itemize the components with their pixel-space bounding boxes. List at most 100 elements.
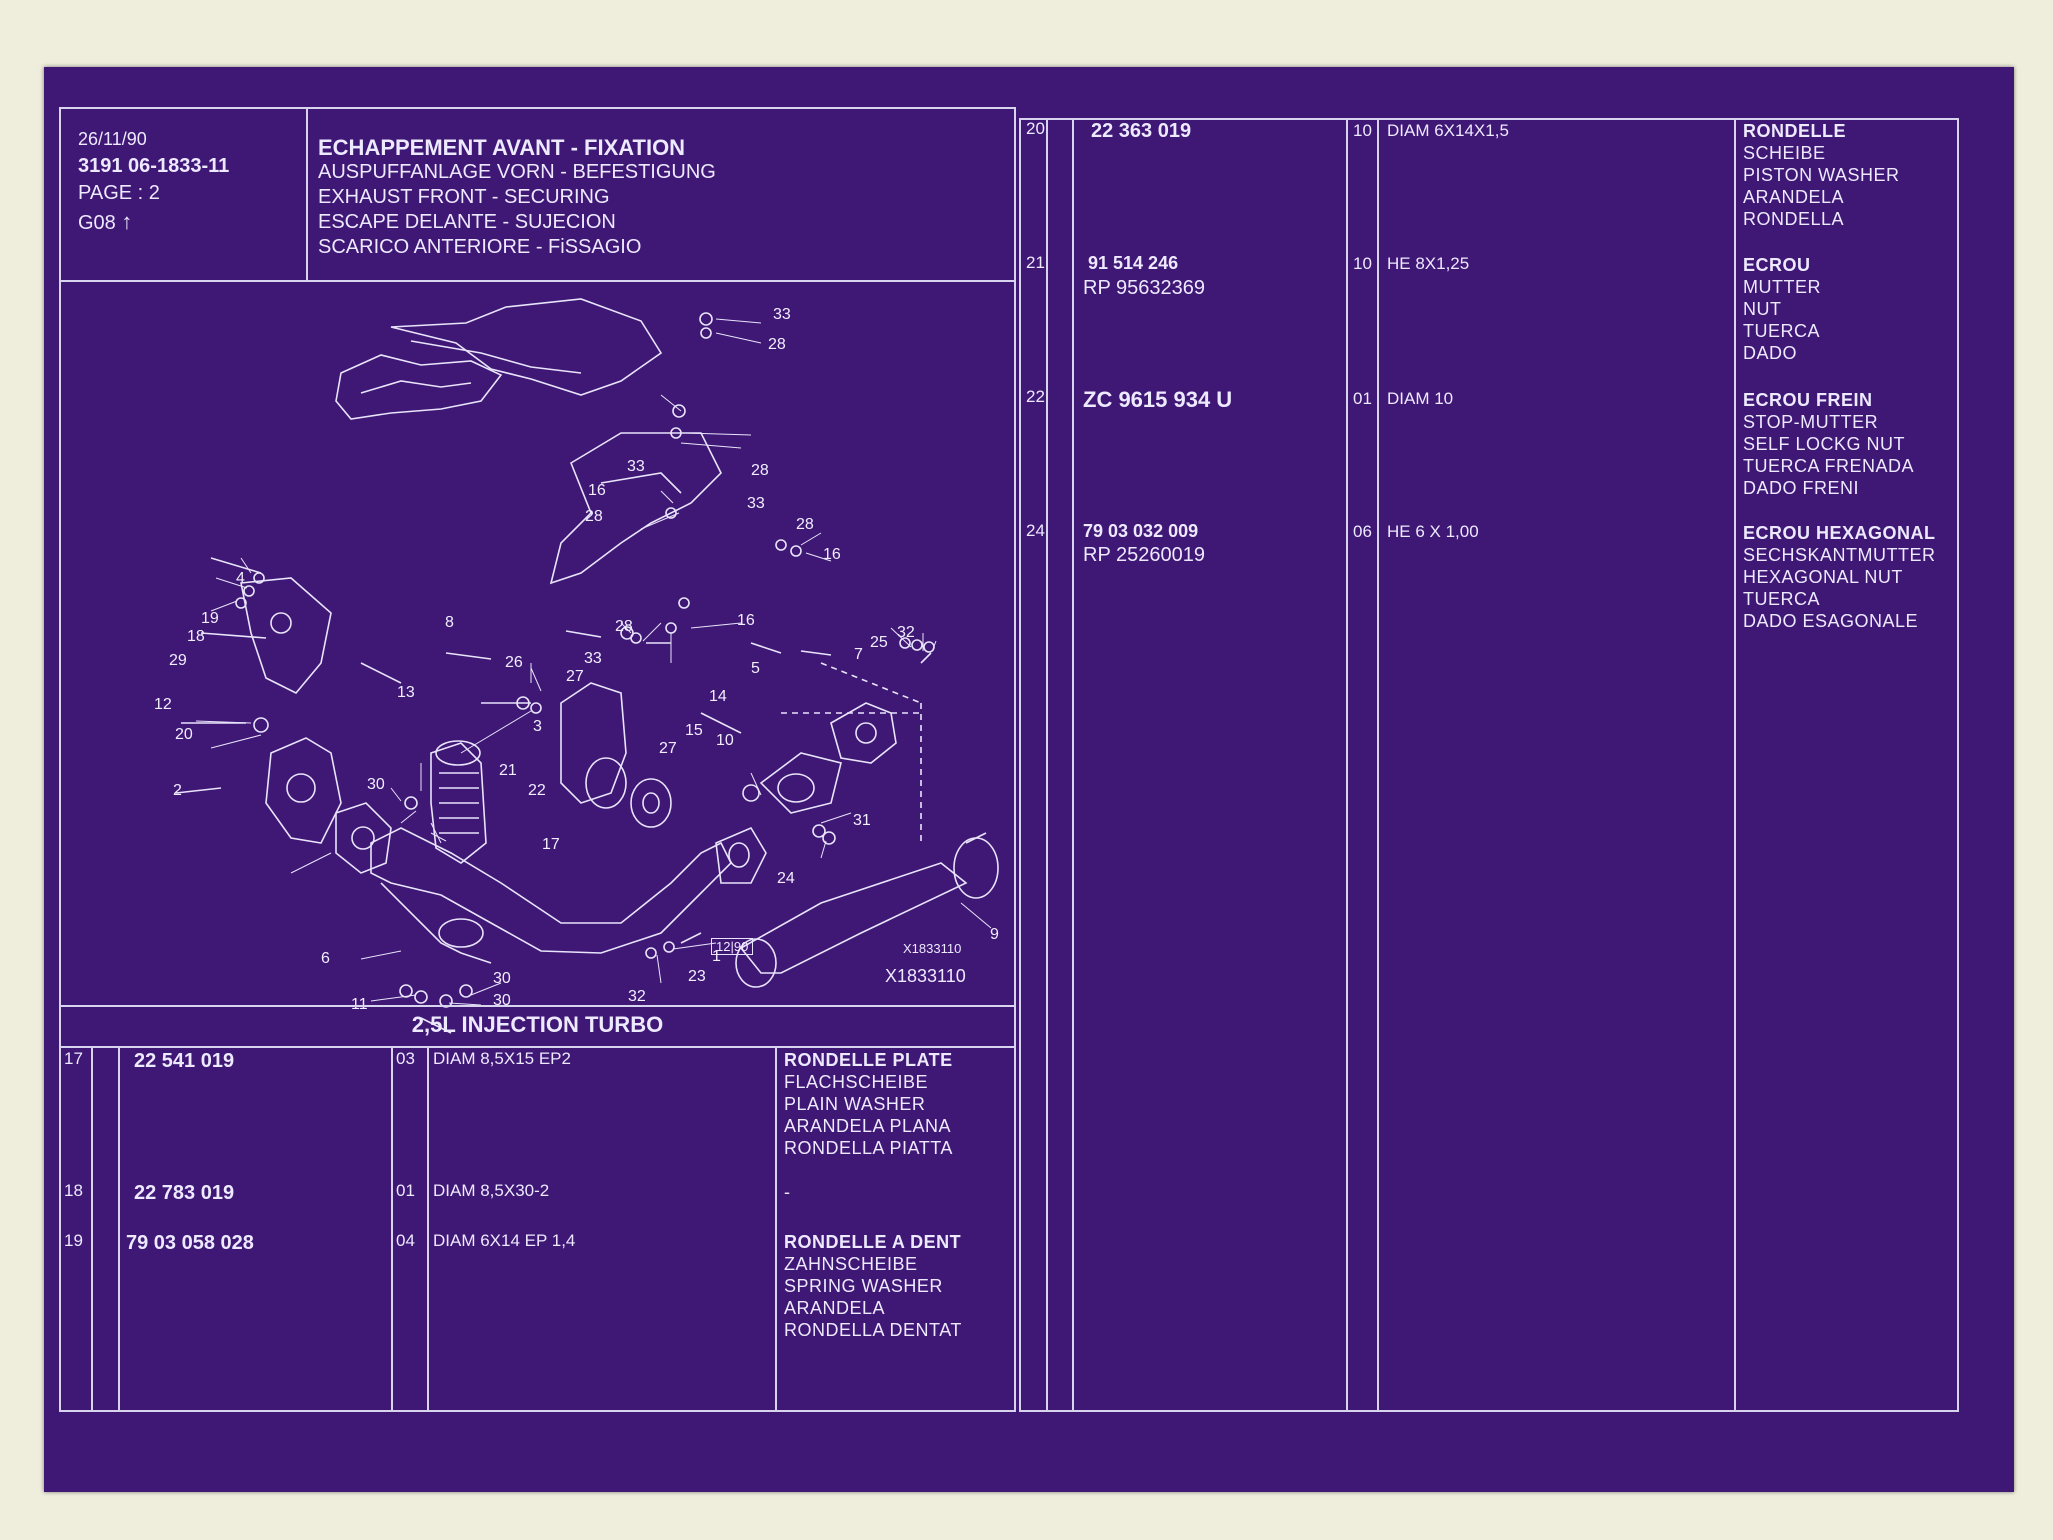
group-code: G08	[78, 212, 116, 234]
callout-17: 17	[542, 836, 560, 853]
spec: DIAM 6X14X1,5	[1387, 121, 1509, 140]
callout-16: 16	[737, 612, 755, 629]
title-it: SCARICO ANTERIORE - FiSSAGIO	[318, 236, 642, 258]
doc-group: G08 ↑	[78, 209, 132, 235]
col-divider	[1346, 118, 1348, 1412]
callout-32: 32	[897, 624, 915, 641]
header-divider	[59, 280, 1016, 282]
callout-28: 28	[796, 516, 814, 533]
name-fr: RONDELLE	[1743, 121, 1846, 141]
part-names: RONDELLE A DENT ZAHNSCHEIBE SPRING WASHE…	[784, 1231, 962, 1341]
callout-16: 16	[823, 546, 841, 563]
callout-21: 21	[499, 762, 517, 779]
col-divider	[1734, 118, 1736, 1412]
callout-2: 2	[173, 782, 182, 799]
gasket	[335, 802, 392, 874]
name-fr: ECROU FREIN	[1743, 390, 1873, 410]
title-es: ESCAPE DELANTE - SUJECION	[318, 211, 616, 233]
arrow-up-icon: ↑	[121, 209, 133, 234]
col-divider	[118, 1046, 120, 1412]
part-number: 22 363 019	[1091, 120, 1192, 142]
spec: DIAM 8,5X15 EP2	[433, 1049, 571, 1068]
doc-date: 26/11/90	[78, 129, 147, 149]
name-de: MUTTER	[1743, 277, 1821, 297]
name-en: PLAIN WASHER	[784, 1094, 926, 1114]
callout-5: 5	[751, 660, 760, 677]
callout-33: 33	[773, 306, 791, 323]
name-it: DADO ESAGONALE	[1743, 611, 1919, 631]
name-fr: RONDELLE A DENT	[784, 1232, 962, 1252]
name-it: RONDELLA PIATTA	[784, 1138, 953, 1158]
name-it: RONDELLA DENTAT	[784, 1320, 962, 1340]
col-divider	[1046, 118, 1048, 1412]
quantity: 03	[396, 1049, 415, 1068]
callout-27: 27	[659, 740, 677, 757]
name-en: NUT	[1743, 299, 1782, 319]
spec: HE 6 X 1,00	[1387, 522, 1479, 541]
date-stamp: 12|90	[711, 938, 754, 955]
callout-33: 33	[584, 650, 602, 667]
title-en: EXHAUST FRONT - SECURING	[318, 186, 610, 208]
callout-23: 23	[688, 968, 706, 985]
name-es: TUERCA	[1743, 589, 1821, 609]
name-it: DADO	[1743, 343, 1798, 363]
name-es: ARANDELA	[784, 1298, 886, 1318]
part-number: 22 541 019	[134, 1050, 235, 1072]
spec: DIAM 10	[1387, 389, 1454, 408]
callout-14: 14	[709, 688, 727, 705]
quantity: 01	[396, 1181, 415, 1200]
name-fr: ECROU HEXAGONAL	[1743, 523, 1936, 543]
doc-ref-code: 3191 06-1833-11	[78, 155, 230, 177]
part-number: 79 03 032 009	[1083, 521, 1199, 541]
callout-9: 9	[990, 926, 999, 943]
ref-number: 20	[1026, 119, 1045, 138]
spec: HE 8X1,25	[1387, 254, 1470, 273]
name-fr: RONDELLE PLATE	[784, 1050, 953, 1070]
right-flange	[830, 702, 897, 764]
replacement-number: RP 25260019	[1083, 544, 1205, 566]
ref-number: 21	[1026, 253, 1045, 272]
bracket-shield	[335, 354, 503, 420]
name-es: ARANDELA PLANA	[784, 1116, 952, 1136]
mid-shield	[549, 432, 722, 585]
callout-3: 3	[533, 718, 542, 735]
name-fr: -	[784, 1182, 791, 1202]
name-en: SELF LOCKG NUT	[1743, 434, 1906, 454]
quantity: 01	[1353, 389, 1372, 408]
callout-28: 28	[768, 336, 786, 353]
callout-16: 16	[588, 482, 606, 499]
ref-number: 24	[1026, 521, 1045, 540]
name-de: STOP-MUTTER	[1743, 412, 1879, 432]
callout-10: 10	[716, 732, 734, 749]
callout-28: 28	[751, 462, 769, 479]
callout-32: 32	[628, 988, 646, 1005]
part-names: RONDELLE SCHEIBE PISTON WASHER ARANDELA …	[1743, 120, 1900, 230]
callout-25: 25	[870, 634, 888, 651]
name-fr: ECROU	[1743, 255, 1811, 275]
name-de: FLACHSCHEIBE	[784, 1072, 929, 1092]
part-number: ZC 9615 934 U	[1083, 387, 1233, 412]
part-names: ECROU MUTTER NUT TUERCA DADO	[1743, 254, 1821, 364]
section-top-divider	[59, 1005, 1016, 1007]
turbo	[430, 742, 487, 864]
title-de: AUSPUFFANLAGE VORN - BEFESTIGUNG	[318, 161, 716, 183]
part-names: RONDELLE PLATE FLACHSCHEIBE PLAIN WASHER…	[784, 1049, 953, 1159]
callout-33: 33	[627, 458, 645, 475]
callout-7: 7	[854, 646, 863, 663]
ref-number: 17	[64, 1049, 83, 1068]
name-en: HEXAGONAL NUT	[1743, 567, 1903, 587]
name-it: DADO FRENI	[1743, 478, 1860, 498]
quantity: 04	[396, 1231, 415, 1250]
diagram-code-small: X1833110	[903, 941, 962, 956]
name-en: PISTON WASHER	[1743, 165, 1900, 185]
callout-15: 15	[685, 722, 703, 739]
mount-bracket	[560, 682, 627, 804]
callout-28: 28	[615, 618, 633, 635]
callout-4: 4	[236, 570, 245, 587]
name-es: TUERCA FRENADA	[1743, 456, 1915, 476]
left-bracket	[240, 577, 332, 694]
replacement-number: RP 95632369	[1083, 277, 1205, 299]
tailpipe	[739, 862, 968, 974]
col-divider	[775, 1046, 777, 1412]
